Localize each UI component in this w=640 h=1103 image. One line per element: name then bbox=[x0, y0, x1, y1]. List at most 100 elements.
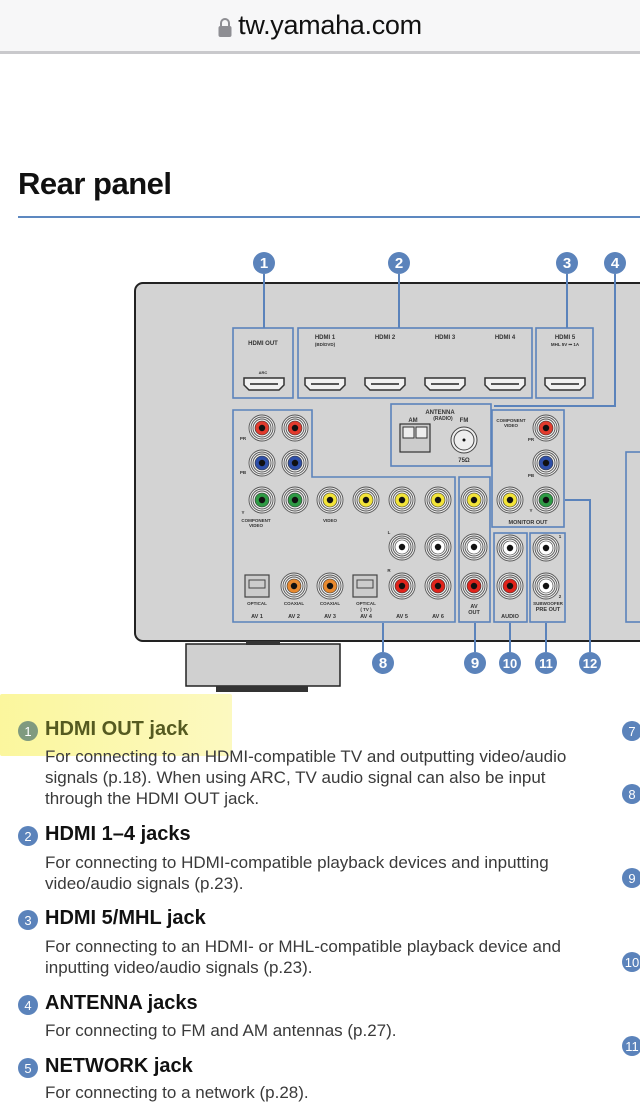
callout-4: 4 bbox=[604, 252, 626, 274]
group-av-out bbox=[458, 476, 491, 623]
svg-text:MHL 5V ⎓ 1A: MHL 5V ⎓ 1A bbox=[551, 342, 580, 347]
number-badge-9: 9 bbox=[622, 868, 640, 888]
callout-1: 1 bbox=[253, 252, 275, 274]
rca-jack bbox=[532, 486, 560, 514]
rca-jack bbox=[424, 533, 452, 561]
callout-12: 12 bbox=[579, 652, 601, 674]
rca-jack bbox=[460, 533, 488, 561]
rca-jack bbox=[460, 572, 488, 600]
rca-jack bbox=[248, 414, 276, 442]
svg-text:PRE OUT: PRE OUT bbox=[536, 607, 561, 613]
rca-jack bbox=[460, 486, 488, 514]
rca-jack bbox=[424, 572, 452, 600]
svg-text:COAXIAL: COAXIAL bbox=[320, 601, 341, 606]
svg-text:75Ω: 75Ω bbox=[458, 458, 470, 464]
svg-text:(RADIO): (RADIO) bbox=[433, 416, 453, 422]
svg-text:HDMI 2: HDMI 2 bbox=[375, 335, 396, 341]
description-title: HDMI 5/MHL jack bbox=[45, 907, 206, 929]
svg-text:AM: AM bbox=[408, 418, 417, 424]
svg-text:HDMI 5: HDMI 5 bbox=[555, 335, 576, 341]
svg-text:R: R bbox=[387, 568, 391, 573]
group-hdmi-1-4 bbox=[297, 327, 533, 399]
svg-text:AV 3: AV 3 bbox=[324, 614, 336, 620]
svg-text:MONITOR OUT: MONITOR OUT bbox=[508, 520, 548, 526]
rca-jack bbox=[248, 486, 276, 514]
lock-icon bbox=[218, 18, 232, 37]
description-text: For connecting to HDMI-compatible playba… bbox=[45, 853, 549, 893]
svg-text:AV 5: AV 5 bbox=[396, 614, 408, 620]
callout-8: 8 bbox=[372, 652, 394, 674]
description-title: HDMI OUT jack bbox=[45, 718, 189, 740]
svg-text:FM: FM bbox=[460, 418, 469, 424]
svg-text:PR: PR bbox=[240, 436, 247, 441]
svg-text:VIDEO: VIDEO bbox=[504, 423, 519, 428]
group-hdmi-5 bbox=[535, 327, 594, 399]
rca-jack bbox=[496, 572, 524, 600]
description-text: For connecting to FM and AM antennas (p.… bbox=[45, 1021, 397, 1040]
callout-2: 2 bbox=[388, 252, 410, 274]
rca-jack bbox=[281, 486, 309, 514]
rca-jack bbox=[532, 572, 560, 600]
rca-jack bbox=[352, 486, 380, 514]
group-subwoofer bbox=[529, 532, 566, 623]
svg-text:(BD/DVD): (BD/DVD) bbox=[315, 342, 336, 347]
callout-number: 3 bbox=[563, 255, 571, 272]
group-hdmi-out bbox=[232, 327, 294, 399]
url-text[interactable]: tw.yamaha.com bbox=[238, 10, 422, 40]
group-antenna bbox=[390, 403, 492, 467]
callout-number: 8 bbox=[379, 655, 387, 672]
number-badge-4: 4 bbox=[18, 995, 38, 1015]
rear-panel-diagram: HDMI OUT ARC HDMI 1 (BD/DVD) HDMI 2 HDMI… bbox=[134, 252, 640, 692]
callout-number: 10 bbox=[503, 656, 517, 671]
group-audio bbox=[493, 532, 528, 623]
number-badge-10: 10 bbox=[622, 952, 640, 972]
callout-number: 11 bbox=[539, 656, 553, 671]
description-text: For connecting to a network (p.28). bbox=[45, 1083, 309, 1102]
svg-text:ARC: ARC bbox=[259, 370, 268, 375]
callout-number: 9 bbox=[471, 655, 479, 672]
number-badge-3: 3 bbox=[18, 910, 38, 930]
number-badge-7: 7 bbox=[622, 721, 640, 741]
rca-jack bbox=[281, 449, 309, 477]
svg-text:ANTENNA: ANTENNA bbox=[425, 410, 455, 416]
page-title: Rear panel bbox=[18, 166, 172, 201]
text-highlight bbox=[0, 694, 232, 756]
rca-jack bbox=[496, 486, 524, 514]
browser-url-bar[interactable]: tw.yamaha.com bbox=[0, 0, 640, 54]
callout-10: 10 bbox=[499, 652, 521, 674]
rca-jack bbox=[280, 572, 308, 600]
rca-jack bbox=[316, 486, 344, 514]
svg-text:AV 4: AV 4 bbox=[360, 614, 373, 620]
svg-text:PB: PB bbox=[528, 473, 535, 478]
svg-text:VIDEO: VIDEO bbox=[323, 518, 338, 523]
rca-jack bbox=[388, 486, 416, 514]
svg-text:OPTICAL: OPTICAL bbox=[247, 601, 267, 606]
number-badge-2: 2 bbox=[18, 826, 38, 846]
svg-text:OUT: OUT bbox=[468, 610, 480, 616]
svg-text:L: L bbox=[388, 530, 391, 535]
svg-text:HDMI 3: HDMI 3 bbox=[435, 335, 456, 341]
rca-jack bbox=[532, 414, 560, 442]
rca-jack bbox=[248, 449, 276, 477]
svg-text:PB: PB bbox=[240, 470, 247, 475]
rca-jack bbox=[281, 414, 309, 442]
svg-text:Y: Y bbox=[529, 508, 532, 513]
description-title: NETWORK jack bbox=[45, 1055, 193, 1077]
description-title: HDMI 1–4 jacks bbox=[45, 823, 191, 845]
callout-number: 4 bbox=[611, 255, 620, 272]
svg-text:HDMI 1: HDMI 1 bbox=[315, 335, 336, 341]
rca-jack bbox=[316, 572, 344, 600]
description-title: ANTENNA jacks bbox=[45, 992, 198, 1014]
svg-text:VIDEO: VIDEO bbox=[249, 523, 264, 528]
svg-text:OPTICAL: OPTICAL bbox=[356, 601, 376, 606]
svg-text:COMPONENT: COMPONENT bbox=[241, 518, 271, 523]
rca-jack bbox=[424, 486, 452, 514]
number-badge-5: 5 bbox=[18, 1058, 38, 1078]
callout-number: 1 bbox=[260, 255, 268, 272]
rca-jack bbox=[388, 572, 416, 600]
svg-text:2: 2 bbox=[559, 594, 562, 599]
title-divider bbox=[18, 216, 640, 218]
svg-text:AV 6: AV 6 bbox=[432, 614, 444, 620]
number-badge-8: 8 bbox=[622, 784, 640, 804]
callout-9: 9 bbox=[464, 652, 486, 674]
